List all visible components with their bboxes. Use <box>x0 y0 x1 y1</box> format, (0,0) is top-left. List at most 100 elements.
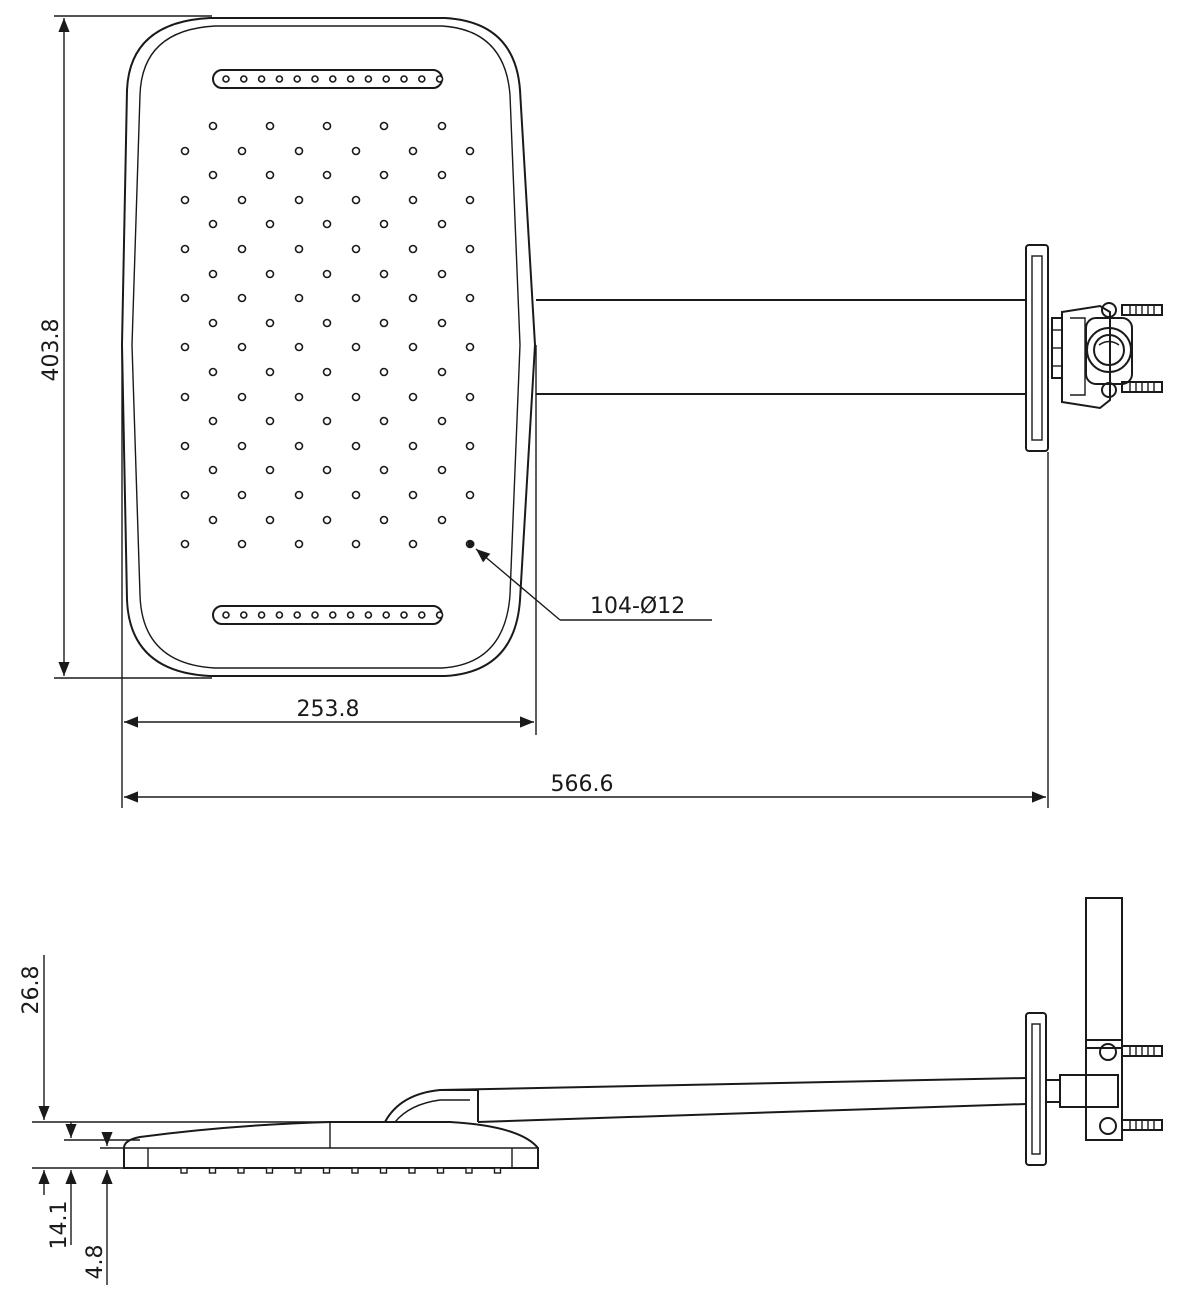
strip-nozzle <box>364 611 373 619</box>
shower-nozzle <box>294 342 304 352</box>
shower-nozzle <box>408 195 418 205</box>
shower-nozzle <box>437 515 447 525</box>
strip-nozzle <box>382 75 391 83</box>
side-nozzle-nub <box>379 1167 388 1174</box>
shower-nozzle <box>379 465 389 475</box>
shower-nozzle <box>208 219 218 229</box>
shower-nozzle <box>237 244 247 254</box>
shower-nozzle <box>408 441 418 451</box>
shower-nozzle <box>437 465 447 475</box>
side-arm-bottom <box>477 1103 1027 1123</box>
side-wall-flange <box>1025 1012 1047 1166</box>
dimension-head-width: 253.8 <box>121 345 537 808</box>
dimension-side-edge: 4.8 <box>83 1132 124 1285</box>
shower-nozzle <box>408 490 418 500</box>
strip-nozzle <box>311 611 319 619</box>
shower-nozzle <box>265 170 275 180</box>
side-head-body <box>123 1121 539 1169</box>
side-view: 26.8 14.1 4.8 <box>19 897 1163 1285</box>
shower-nozzle <box>437 170 447 180</box>
shower-nozzle <box>437 219 447 229</box>
nozzle-strip-top-dots <box>222 75 444 83</box>
shower-nozzle <box>208 170 218 180</box>
shower-nozzle <box>437 416 447 426</box>
shower-nozzle <box>322 219 332 229</box>
shower-nozzle <box>379 170 389 180</box>
callout-leader <box>475 548 561 621</box>
shower-nozzle <box>465 342 475 352</box>
shower-nozzle <box>237 195 247 205</box>
shower-nozzle <box>351 195 361 205</box>
shower-nozzle <box>208 269 218 279</box>
shower-nozzle <box>265 269 275 279</box>
nozzle-grid <box>180 121 475 549</box>
side-nozzle-nub <box>408 1167 416 1174</box>
shower-nozzle <box>408 539 418 549</box>
shower-nozzle <box>180 244 190 254</box>
shower-nozzle <box>437 269 447 279</box>
shower-nozzle <box>237 490 247 500</box>
side-nozzle-nub <box>180 1167 188 1174</box>
strip-nozzle <box>257 611 266 619</box>
nozzle-strip-bottom-dots <box>222 611 444 619</box>
shower-nozzle <box>408 146 418 156</box>
shower-nozzle <box>208 318 218 328</box>
shower-nozzle <box>294 293 304 303</box>
shower-nozzle <box>322 367 332 377</box>
shower-nozzle <box>408 392 418 402</box>
dimension-side-total: 26.8 <box>19 955 330 1195</box>
dimension-height-label: 403.8 <box>39 319 64 382</box>
shower-nozzle <box>379 367 389 377</box>
strip-nozzle <box>346 75 355 83</box>
side-nozzle-nub <box>493 1167 502 1174</box>
shower-nozzle <box>265 416 275 426</box>
wall-flange-outer <box>1025 244 1049 452</box>
strip-nozzle <box>328 75 337 83</box>
shower-head-face <box>131 25 521 669</box>
dimension-head-width-label: 253.8 <box>297 697 360 722</box>
side-nozzle-nub <box>208 1167 217 1174</box>
mounting-bracket <box>1051 302 1163 410</box>
strip-nozzle <box>293 75 302 83</box>
shower-nozzle <box>322 170 332 180</box>
side-nozzle-nub <box>436 1167 445 1174</box>
shower-nozzle <box>408 293 418 303</box>
strip-nozzle <box>240 611 248 619</box>
shower-nozzle <box>294 539 304 549</box>
strip-nozzle <box>417 75 426 83</box>
dimension-side-body-label: 14.1 <box>47 1201 72 1250</box>
strip-nozzle <box>364 75 373 83</box>
shower-nozzle <box>465 195 475 205</box>
shower-nozzle <box>208 465 218 475</box>
shower-nozzle <box>465 490 475 500</box>
shower-nozzle <box>379 219 389 229</box>
shower-nozzle <box>322 121 332 131</box>
callout-nozzle-highlight <box>467 540 475 548</box>
strip-nozzle <box>240 75 248 83</box>
shower-nozzle <box>379 416 389 426</box>
shower-nozzle <box>180 342 190 352</box>
shower-nozzle <box>322 416 332 426</box>
strip-nozzle <box>293 611 302 619</box>
shower-nozzle <box>265 367 275 377</box>
dimension-overall-length: 566.6 <box>124 452 1049 808</box>
strip-nozzle <box>417 611 426 619</box>
shower-nozzle <box>351 293 361 303</box>
shower-nozzle <box>180 490 190 500</box>
shower-nozzle <box>180 293 190 303</box>
shower-nozzle <box>379 318 389 328</box>
shower-nozzle <box>322 318 332 328</box>
shower-nozzle <box>465 146 475 156</box>
shower-nozzle <box>294 195 304 205</box>
strip-nozzle <box>222 611 230 619</box>
shower-nozzle <box>351 146 361 156</box>
strip-nozzle <box>382 611 391 619</box>
dimension-side-edge-label: 4.8 <box>83 1245 108 1280</box>
shower-nozzle <box>408 244 418 254</box>
side-nozzle-nub <box>237 1167 245 1174</box>
shower-nozzle <box>437 367 447 377</box>
shower-nozzle <box>351 244 361 254</box>
shower-nozzle <box>180 441 190 451</box>
side-nozzle-nubs <box>180 1167 502 1174</box>
